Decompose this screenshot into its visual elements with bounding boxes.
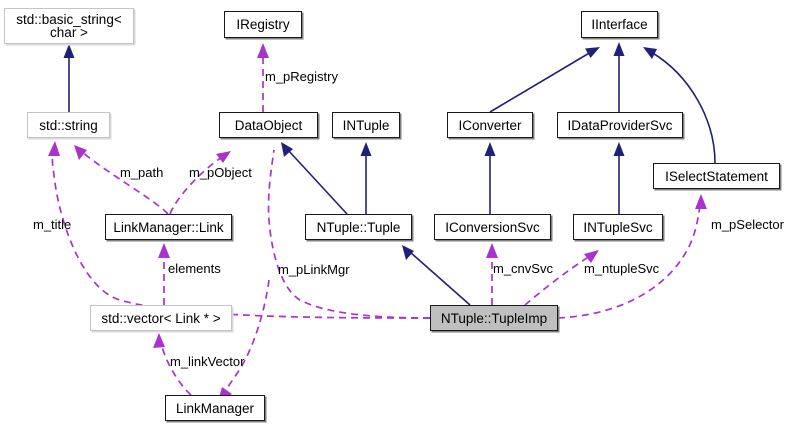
edge-inheritance-intuplesvc-idataprovidersvc — [613, 142, 625, 214]
edge-inheritance-ntuple-tuple-dataobject — [281, 142, 348, 215]
edge-label-m-pselector: m_pSelector — [711, 217, 784, 232]
node-iconverter[interactable]: IConverter — [447, 112, 533, 138]
edge-inheritance-iconversionsvc-iconverter — [484, 142, 496, 214]
node-dataobject[interactable]: DataObject — [219, 112, 318, 138]
edge-label-m-cnvsvc: m_cnvSvc — [493, 261, 553, 276]
node-std-string[interactable]: std::string — [27, 112, 110, 138]
edge-usage-tupleimp-std-string-title — [48, 141, 431, 319]
edge-label-m-pregistry: m_pRegistry — [265, 69, 338, 84]
node-iregistry[interactable]: IRegistry — [224, 11, 302, 38]
node-std-vector-link[interactable]: std::vector< Link * > — [90, 305, 232, 331]
edge-label-m-path: m_path — [120, 165, 164, 180]
edge-usage-tupleimp-iconversionsvc — [486, 243, 498, 305]
edge-inheritance-iconverter-iinterface — [489, 47, 600, 113]
node-iselectstatement[interactable]: ISelectStatement — [653, 163, 780, 189]
edge-label-m-pobject: m_pObject — [189, 165, 252, 180]
node-linkmanager-link[interactable]: LinkManager::Link — [105, 214, 232, 240]
node-iconversionsvc[interactable]: IConversionSvc — [434, 214, 551, 240]
edge-usage-dataobject-iregistry — [257, 43, 269, 112]
edge-label-m-title: m_title — [33, 217, 72, 232]
edge-usage-link-dataobject — [169, 151, 231, 215]
node-linkmanager[interactable]: LinkManager — [165, 395, 265, 421]
edge-label-elements: elements — [168, 261, 221, 276]
edge-usage-tupleimp-iselectstatement — [557, 194, 707, 319]
edge-label-m-ntuplesvc: m_ntupleSvc — [584, 261, 660, 276]
edge-inheritance-iselectstatement-iinterface — [643, 47, 716, 164]
edge-usage-linkmanager-vector-link — [153, 333, 192, 396]
edge-inheritance-idataprovidersvc-iinterface — [613, 42, 625, 112]
edge-usage-link-std-string-path — [74, 145, 169, 215]
edge-usage-tupleimp-intuplesvc — [524, 250, 599, 306]
edge-label-m-plinkmgr: m_pLinkMgr — [278, 262, 350, 277]
edge-usage-vector-link-elements — [158, 243, 170, 305]
node-idataprovidersvc[interactable]: IDataProviderSvc — [557, 112, 683, 138]
node-iinterface[interactable]: IInterface — [581, 11, 658, 38]
node-std-basic-string[interactable]: std::basic_string< char > — [4, 8, 134, 44]
node-ntuple-tuple[interactable]: NTuple::Tuple — [305, 214, 412, 240]
edge-inheritance-ntuple-tuple-intuple — [360, 142, 372, 214]
edge-label-m-linkvector: m_linkVector — [170, 354, 245, 369]
node-intuple[interactable]: INTuple — [332, 112, 400, 138]
node-ntuple-tupleimp[interactable]: NTuple::TupleImp — [430, 305, 558, 331]
node-intuplesvc[interactable]: INTupleSvc — [573, 214, 663, 240]
edge-inheritance-ntuple-tupleimp-ntuple-tuple — [402, 245, 471, 306]
edge-inheritance-std-string-basic-string — [63, 44, 75, 112]
